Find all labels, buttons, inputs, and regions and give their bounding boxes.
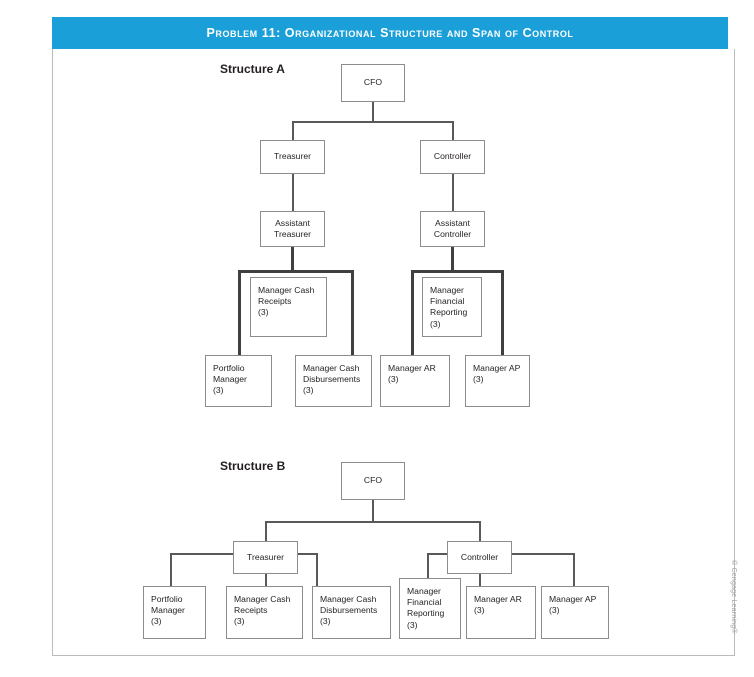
node-a-portfolio-manager[interactable]: Portfolio Manager (3) bbox=[205, 355, 272, 407]
connector-a-right-inner-down bbox=[501, 270, 504, 356]
node-a-treasurer[interactable]: Treasurer bbox=[260, 140, 325, 174]
node-a-manager-ar[interactable]: Manager AR (3) bbox=[380, 355, 450, 407]
node-b-cfo-label: CFO bbox=[363, 475, 383, 486]
node-a-manager-ap-label: Manager AP (3) bbox=[473, 363, 521, 385]
connector-b-cfo-down bbox=[372, 500, 374, 522]
node-a-controller[interactable]: Controller bbox=[420, 140, 485, 174]
connector-a-left-bus bbox=[238, 270, 354, 273]
node-b-controller[interactable]: Controller bbox=[447, 541, 512, 574]
connector-b-controller-right-down bbox=[573, 553, 575, 587]
connector-a-treasurer-up bbox=[292, 121, 294, 141]
copyright-credit: © Cengage Learning® bbox=[730, 560, 737, 634]
node-b-treasurer-label: Treasurer bbox=[247, 551, 284, 562]
node-b-manager-cash-receipts[interactable]: Manager Cash Receipts (3) bbox=[226, 586, 303, 639]
node-b-manager-ap-label: Manager AP (3) bbox=[549, 594, 597, 616]
node-a-manager-financial-reporting-label: Manager Financial Reporting (3) bbox=[430, 285, 468, 329]
node-b-manager-ar[interactable]: Manager AR (3) bbox=[466, 586, 536, 639]
node-b-treasurer[interactable]: Treasurer bbox=[233, 541, 298, 574]
connector-a-asst-treasurer-stem bbox=[291, 247, 294, 272]
connector-a-right-bus bbox=[411, 270, 504, 273]
node-a-manager-cash-receipts-label: Manager Cash Receipts (3) bbox=[258, 285, 315, 318]
structure-a-caption: Structure A bbox=[220, 62, 285, 76]
node-a-assistant-treasurer[interactable]: Assistant Treasurer bbox=[260, 211, 325, 247]
connector-a-controller-up bbox=[452, 121, 454, 141]
node-a-cfo[interactable]: CFO bbox=[341, 64, 405, 102]
connector-a-controller-down bbox=[452, 174, 454, 212]
node-a-assistant-controller[interactable]: Assistant Controller bbox=[420, 211, 485, 247]
node-b-portfolio-manager[interactable]: Portfolio Manager (3) bbox=[143, 586, 206, 639]
connector-a-treasurer-down bbox=[292, 174, 294, 212]
node-a-controller-label: Controller bbox=[433, 151, 472, 162]
node-b-manager-cash-receipts-label: Manager Cash Receipts (3) bbox=[234, 594, 291, 627]
connector-a-cfo-down bbox=[372, 102, 374, 122]
node-a-manager-financial-reporting[interactable]: Manager Financial Reporting (3) bbox=[422, 277, 482, 337]
node-a-portfolio-manager-label: Portfolio Manager (3) bbox=[213, 363, 247, 396]
connector-b-cfo-bus bbox=[265, 521, 481, 523]
node-a-assistant-controller-label: Assistant Controller bbox=[433, 217, 472, 239]
node-b-manager-cash-disbursements-label: Manager Cash Disbursements (3) bbox=[320, 594, 378, 627]
connector-a-left-inner-down bbox=[351, 270, 354, 356]
node-b-manager-ar-label: Manager AR (3) bbox=[474, 594, 522, 616]
node-a-manager-ar-label: Manager AR (3) bbox=[388, 363, 436, 385]
header-banner: Problem 11: Organizational Structure and… bbox=[52, 17, 728, 49]
structure-b-caption: Structure B bbox=[220, 459, 286, 473]
connector-b-treasurer-up bbox=[265, 521, 267, 542]
node-a-manager-cash-disbursements-label: Manager Cash Disbursements (3) bbox=[303, 363, 361, 396]
node-a-cfo-label: CFO bbox=[363, 77, 383, 88]
content-panel bbox=[52, 49, 735, 656]
node-b-manager-ap[interactable]: Manager AP (3) bbox=[541, 586, 609, 639]
node-b-controller-label: Controller bbox=[460, 551, 499, 562]
node-b-manager-cash-disbursements[interactable]: Manager Cash Disbursements (3) bbox=[312, 586, 391, 639]
node-a-manager-cash-disbursements[interactable]: Manager Cash Disbursements (3) bbox=[295, 355, 372, 407]
connector-b-treasurer-right-down bbox=[316, 553, 318, 587]
node-a-manager-cash-receipts[interactable]: Manager Cash Receipts (3) bbox=[250, 277, 327, 337]
connector-a-right-outer-down bbox=[411, 270, 414, 356]
node-b-manager-financial-reporting-label: Manager Financial Reporting (3) bbox=[407, 586, 445, 630]
connector-b-controller-up bbox=[479, 521, 481, 542]
connector-b-treasurer-mid-down bbox=[265, 574, 267, 587]
node-b-manager-financial-reporting[interactable]: Manager Financial Reporting (3) bbox=[399, 578, 461, 639]
node-b-portfolio-manager-label: Portfolio Manager (3) bbox=[151, 594, 185, 627]
node-a-manager-ap[interactable]: Manager AP (3) bbox=[465, 355, 530, 407]
connector-b-treasurer-left-down bbox=[170, 553, 172, 587]
page-title: Problem 11: Organizational Structure and… bbox=[206, 26, 574, 40]
node-a-treasurer-label: Treasurer bbox=[274, 151, 311, 162]
node-a-assistant-treasurer-label: Assistant Treasurer bbox=[274, 217, 311, 239]
connector-a-left-outer-down bbox=[238, 270, 241, 356]
connector-b-controller-left-down bbox=[427, 553, 429, 587]
connector-b-controller-mid-down bbox=[479, 574, 481, 587]
node-b-cfo[interactable]: CFO bbox=[341, 462, 405, 500]
connector-a-asst-controller-stem bbox=[451, 247, 454, 272]
connector-a-cfo-bus bbox=[292, 121, 454, 123]
